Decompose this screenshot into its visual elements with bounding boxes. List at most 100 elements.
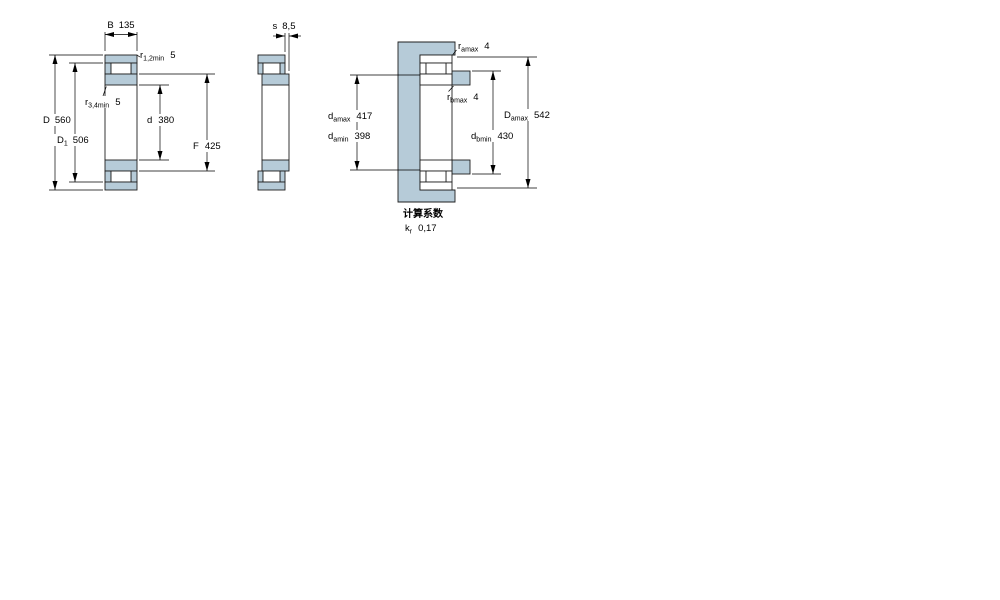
dim-d-label: d 380 <box>147 115 174 126</box>
label-sub: r <box>410 229 413 236</box>
outer-ring-flange-bottom-left <box>419 170 427 183</box>
leader-line <box>102 86 107 97</box>
label-base: F <box>193 141 199 152</box>
outer-ring-flange-top-right <box>445 62 453 75</box>
label-base: B <box>107 20 113 31</box>
label-background <box>501 109 558 121</box>
label-value: 135 <box>119 20 135 31</box>
roller-bottom <box>425 170 447 183</box>
label-base: d <box>328 131 333 142</box>
label-sub: amax <box>461 47 479 54</box>
outer-ring-top <box>104 54 138 64</box>
label-background <box>144 114 178 126</box>
label-base: D <box>504 110 511 121</box>
outer-ring-flange-bottom-right <box>445 170 453 183</box>
label-value: 4 <box>473 92 478 103</box>
label-value: 398 <box>354 131 370 142</box>
dimension-db: dbmin 430 <box>468 70 522 175</box>
label-base: d <box>147 115 152 126</box>
leader-line <box>448 85 454 92</box>
label-value: 4 <box>484 41 489 52</box>
label-base: D <box>57 135 64 146</box>
dim-F-label: F 425 <box>193 141 221 152</box>
dim-D1-label: D1 506 <box>57 135 89 148</box>
label-value: 425 <box>205 141 221 152</box>
label-background <box>468 130 522 142</box>
label-background <box>190 140 224 152</box>
roller-top <box>262 62 281 75</box>
label-base: r <box>447 92 450 103</box>
label-value: 380 <box>158 115 174 126</box>
label-sub: bmax <box>450 98 468 105</box>
outer-ring-flange-top-left <box>104 62 112 75</box>
kr-factor-label: kr 0,17 <box>405 223 437 236</box>
outer-ring-top <box>257 54 286 64</box>
label-base: r <box>458 41 461 52</box>
label-value: 430 <box>497 131 513 142</box>
label-value: 5 <box>115 97 120 108</box>
label-value: 542 <box>534 110 550 121</box>
label-base: r <box>140 50 143 61</box>
dim-damin-label: damin 398 <box>328 131 370 144</box>
abutment-parts <box>397 41 471 203</box>
label-sub: amin <box>333 137 348 144</box>
label-sub: bmin <box>476 137 491 144</box>
dimension-ra: ramax 4 <box>452 41 490 55</box>
dimension-D: D 560 <box>40 54 103 191</box>
dimension-r12: r1,2min 5 <box>137 50 175 63</box>
dimension-da: damax 417 damin 398 <box>325 74 420 171</box>
label-value: 8,5 <box>282 21 295 32</box>
label-base: k <box>405 223 410 234</box>
dim-ra-label: ramax 4 <box>458 41 490 54</box>
roller-bottom <box>262 170 281 183</box>
outer-ring-bottom <box>104 181 138 191</box>
label-value: 5 <box>170 50 175 61</box>
label-sub: amax <box>333 117 351 124</box>
label-value: 417 <box>356 111 372 122</box>
bearing-parts <box>104 54 138 191</box>
abutment-sleeve-top <box>451 70 471 86</box>
dim-D-label: D 560 <box>43 115 71 126</box>
outer-ring-bottom <box>257 181 286 191</box>
bearing-parts <box>257 54 290 191</box>
label-background <box>325 110 382 122</box>
label-base: D <box>43 115 50 126</box>
outer-ring-flange-top-right <box>279 62 286 75</box>
dim-B-label: B 135 <box>107 20 134 31</box>
dimension-F: F 425 <box>139 73 224 172</box>
label-background <box>325 130 382 142</box>
abutment-sleeve-bottom <box>451 159 471 175</box>
outer-ring-flange-top-right <box>130 62 138 75</box>
label-background <box>82 96 122 108</box>
inner-ring-top <box>261 73 290 86</box>
label-value: 0,17 <box>418 223 437 234</box>
roller-top <box>425 62 447 75</box>
label-background <box>40 114 74 126</box>
calculation-factors-heading: 计算系数 <box>403 207 444 220</box>
label-value: 560 <box>55 115 71 126</box>
label-sub: 1,2min <box>143 56 164 63</box>
inner-ring-bottom <box>104 159 138 172</box>
label-sub: 1 <box>64 141 68 148</box>
label-base: d <box>471 131 476 142</box>
dim-dbmin-label: dbmin 430 <box>471 131 513 144</box>
label-base: r <box>85 97 88 108</box>
outer-ring-flange-bottom-right <box>130 170 138 183</box>
inner-ring-bottom <box>261 159 290 172</box>
dimension-B: B 135 <box>104 20 138 51</box>
dim-r12-label: r1,2min 5 <box>140 50 175 63</box>
leader-line <box>137 55 141 58</box>
label-value: 506 <box>73 135 89 146</box>
dimension-rb: rbmax 4 <box>447 85 479 105</box>
outer-ring-flange-bottom-left <box>104 170 112 183</box>
